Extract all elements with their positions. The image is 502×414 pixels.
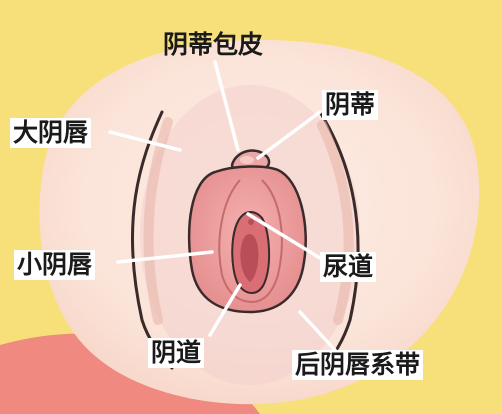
leader-posterior-fourchette <box>298 310 337 352</box>
label-clitoral-hood: 阴蒂包皮 <box>163 30 264 59</box>
labia-majora-right-shade <box>317 120 354 325</box>
label-vagina: 阴道 <box>148 338 205 368</box>
inner-fold-left <box>218 179 253 303</box>
leader-vagina <box>208 283 242 337</box>
label-clitoris: 阴蒂 <box>322 90 379 120</box>
leader-clitoris <box>256 110 322 160</box>
urethral-opening-shape <box>248 219 254 225</box>
vaginal-opening-shape <box>240 234 259 282</box>
clitoris-shape <box>240 156 254 164</box>
label-labia-majora: 大阴唇 <box>10 118 92 148</box>
label-posterior-fourchette: 后阴唇系带 <box>292 350 424 380</box>
label-urethra: 尿道 <box>320 252 377 282</box>
leader-lines <box>108 60 337 352</box>
label-labia-minora: 小阴唇 <box>14 250 96 280</box>
leader-clitoral-hood <box>213 60 240 152</box>
leader-urethra <box>246 212 322 260</box>
inner-fold-right <box>251 179 283 303</box>
leader-labia-minora <box>116 250 214 264</box>
labia-majora-left-shade <box>143 117 173 325</box>
leader-labia-majora <box>108 130 182 152</box>
